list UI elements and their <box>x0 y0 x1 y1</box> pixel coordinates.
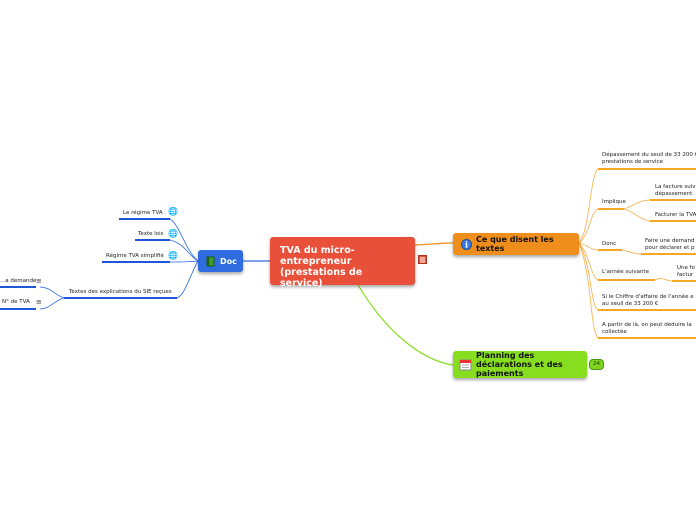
texts-leaf-annee-suivante[interactable]: L'année suivante <box>602 269 649 275</box>
calendar-icon <box>459 359 472 371</box>
texts-leaf-implique[interactable]: Implique <box>602 199 626 205</box>
doc-leaf-regime-tva[interactable]: Le régime TVA <box>123 210 163 216</box>
note-icon[interactable]: ≡ <box>36 277 42 285</box>
texts-leaf-chiffre-affaire[interactable]: Si le Chiffre d'affaire de l'année e au … <box>602 294 694 307</box>
texts-leaf-facturer-tva[interactable]: Facturer la TVA <box>655 212 696 218</box>
texts-leaf-donc[interactable]: Donc <box>602 241 617 247</box>
texts-node-label: Ce que disent les textes <box>476 235 554 253</box>
doc-node[interactable]: Doc <box>198 250 243 272</box>
note-icon[interactable] <box>418 255 427 264</box>
doc-leaf-textes-sie[interactable]: Textes des explications du SIE reçues <box>69 289 172 295</box>
note-icon[interactable]: ≡ <box>36 298 42 306</box>
doc-leaf-demande[interactable]: ...a demande <box>0 278 37 284</box>
doc-leaf-num-tva[interactable]: N° de TVA <box>2 299 30 305</box>
central-topic-title: TVA du micro-entrepreneur (prestations d… <box>280 245 363 289</box>
info-icon: i <box>461 238 472 250</box>
texts-node[interactable]: i Ce que disent les textes <box>453 233 579 255</box>
doc-node-label: Doc <box>220 256 237 266</box>
texts-leaf-une-fois[interactable]: Une fo factur <box>677 265 695 278</box>
texts-leaf-demande[interactable]: Faire une demand pour déclarer et p <box>645 238 695 251</box>
texts-leaf-deduire[interactable]: A partir de là, on peut déduire la colle… <box>602 322 692 335</box>
texts-leaf-depassement[interactable]: Dépassement du seuil de 33 200 € prestat… <box>602 152 696 165</box>
globe-icon[interactable]: 🌐 <box>168 229 178 238</box>
book-icon <box>206 256 215 266</box>
texts-leaf-facture-suivante[interactable]: La facture suiv dépassement <box>655 184 696 197</box>
globe-icon[interactable]: 🌐 <box>168 207 178 216</box>
planning-node[interactable]: Planning des déclarations et des paiemen… <box>453 351 587 378</box>
doc-leaf-texte-lois[interactable]: Texte lois <box>138 231 164 237</box>
planning-node-label: Planning des déclarations et des paiemen… <box>476 351 563 378</box>
globe-icon[interactable]: 🌐 <box>168 251 178 260</box>
child-count-badge[interactable]: 24 <box>589 359 604 370</box>
svg-text:i: i <box>465 239 468 249</box>
central-topic[interactable]: TVA du micro-entrepreneur (prestations d… <box>270 237 427 289</box>
doc-leaf-regime-simplifie[interactable]: Régime TVA simplifié <box>106 253 164 259</box>
